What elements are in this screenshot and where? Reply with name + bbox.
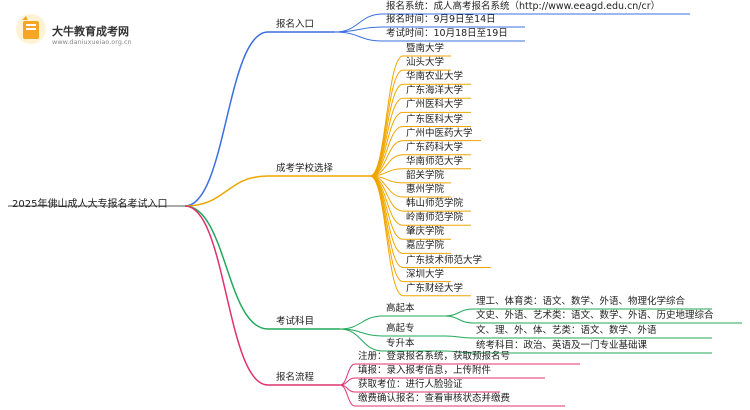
connector-line	[369, 175, 404, 283]
process-item: 注册：登录报名系统，获取预报名号	[358, 351, 511, 362]
subject-group: 高起本	[386, 303, 415, 314]
entry-item: 报名系统：成人高考报名系统（http://www.eeagd.edu.cn/cr…	[386, 1, 661, 12]
school-item: 深圳大学	[406, 268, 445, 280]
site-logo[interactable]: 大牛教育成考网 www.daniuxueiao.org.cn	[10, 10, 160, 48]
school-item: 汕头大学	[406, 57, 445, 69]
school-item: 广州中医药大学	[406, 127, 473, 139]
subject-item: 文、理、外、体、艺类：语文、数学、外语	[476, 325, 657, 336]
connector-line	[184, 175, 269, 207]
school-item: 暨南大学	[406, 43, 445, 54]
school-item: 广州医科大学	[406, 99, 464, 111]
subject-item: 文史、外语、艺术类：语文、数学、外语、历史地理综合	[476, 310, 714, 321]
connector-line	[369, 97, 404, 177]
school-item: 肇庆学院	[406, 226, 445, 238]
branch-process: 报名流程	[276, 372, 315, 383]
connector-line	[184, 31, 269, 207]
connector-line	[369, 69, 404, 177]
connector-line	[369, 175, 404, 254]
logo-title: 大牛教育成考网	[52, 25, 129, 38]
subject-item: 统考科目：政治、英语及一门专业基础课	[476, 340, 648, 351]
school-item: 广东药科大学	[406, 141, 464, 153]
school-item: 华南师范大学	[406, 155, 464, 167]
school-item: 广东海洋大学	[406, 85, 464, 97]
school-item: 华南农业大学	[406, 71, 464, 83]
connector-line	[369, 55, 404, 177]
connector-line	[369, 175, 404, 268]
school-item: 广东财经大学	[406, 282, 464, 294]
connector-line	[339, 328, 384, 352]
branch-entry: 报名入口	[276, 19, 315, 30]
branch-schools: 成考学校选择	[276, 163, 334, 174]
process-item: 获取考位：进行人脸验证	[358, 379, 463, 390]
connector-line	[369, 175, 404, 226]
connector-line	[339, 384, 356, 407]
connector-line	[444, 308, 474, 317]
logo-url: www.daniuxueiao.org.cn	[52, 38, 132, 46]
subject-group: 高起专	[386, 323, 415, 334]
connector-line	[444, 315, 474, 324]
connector-line	[339, 315, 384, 330]
process-item: 缴费确认报名：查看审核状态并缴费	[358, 393, 511, 404]
connector-line	[334, 31, 384, 42]
subject-item: 理工、体育类：语文、数学、外语、物理化学综合	[476, 296, 686, 307]
school-item: 韶关学院	[406, 169, 445, 181]
school-item: 广东医科大学	[406, 113, 464, 125]
connector-line	[369, 175, 404, 297]
connector-line	[369, 83, 404, 177]
process-item: 填报：录入报考信息，上传附件	[358, 365, 492, 376]
entry-item: 考试时间：10月18日至19日	[386, 28, 508, 39]
book-icon	[16, 14, 46, 44]
subject-group: 专升本	[386, 338, 415, 349]
connector-line	[444, 335, 474, 339]
connector-line	[369, 126, 404, 177]
connector-line	[444, 350, 474, 354]
branch-subjects: 考试科目	[276, 316, 315, 327]
school-item: 惠州学院	[406, 184, 445, 195]
connector-line	[184, 205, 269, 386]
school-item: 嘉应学院	[406, 240, 445, 252]
connector-line	[184, 205, 269, 330]
school-item: 韩山师范学院	[406, 198, 464, 210]
root-node: 2025年佛山成人大专报名考试入口	[12, 199, 168, 210]
school-item: 岭南师范学院	[406, 212, 464, 224]
entry-item: 报名时间：9月9日至14日	[386, 14, 496, 25]
school-item: 广东技术师范大学	[406, 254, 483, 266]
